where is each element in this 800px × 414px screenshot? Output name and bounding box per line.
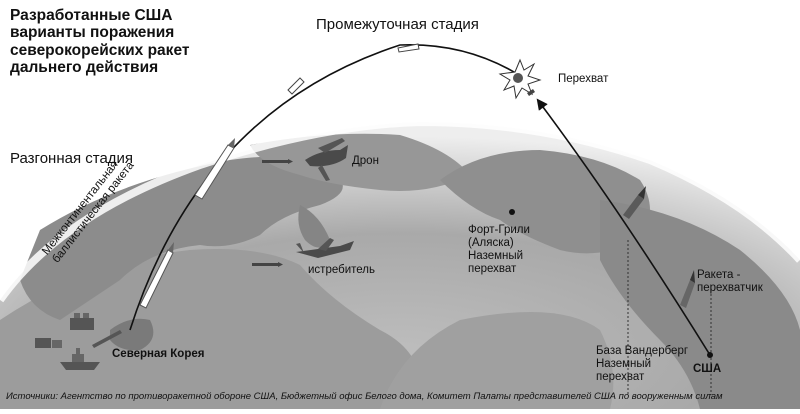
interceptor-label: Ракета - перехватчик: [697, 269, 763, 295]
fort-greely-label: Форт-Грили (Аляска) Наземный перехват: [468, 224, 530, 276]
north-korea-label: Северная Корея: [112, 348, 205, 360]
intercept-label: Перехват: [558, 73, 609, 85]
fighter-label: истребитель: [308, 264, 375, 276]
missile-icon: [252, 262, 283, 267]
globe-rim: [0, 117, 800, 303]
title-line: варианты поражения: [10, 24, 175, 42]
missile-icon: [397, 43, 420, 53]
fort-greely-line: Наземный: [468, 249, 524, 262]
interceptor-icon: [623, 186, 646, 219]
missile-icon: [139, 242, 174, 309]
usa-launch-marker: [707, 352, 713, 358]
title-line: Разработанные США: [10, 7, 173, 24]
interceptor-label-line: перехватчик: [697, 282, 763, 295]
landmass-asia: [20, 156, 343, 320]
title-line: дальнего действия: [10, 59, 159, 77]
fort-greely-line: перехват: [468, 262, 517, 275]
interceptor-label-line: Ракета -: [697, 269, 741, 281]
fighter-jet-icon: [296, 238, 354, 258]
interceptor-trajectory: [536, 98, 711, 356]
page-title: Разработанные США варианты поражения сев…: [10, 7, 235, 76]
usa-label: США: [693, 363, 722, 375]
interceptor-icon: [680, 270, 695, 308]
building-icon: [70, 313, 94, 330]
missile-icon: [287, 77, 305, 95]
landmass-russia: [250, 133, 470, 191]
drone-icon: [305, 138, 348, 181]
ocean-pacific: [380, 312, 614, 409]
midcourse-stage-label: Промежуточная стадия: [316, 16, 479, 33]
vandenberg-line: База Вандерберг: [596, 345, 689, 357]
landmass-north-america: [600, 200, 800, 409]
landmass-kamchatka: [298, 205, 330, 248]
vandenberg-line: перехват: [596, 370, 645, 383]
missile-icon: [262, 159, 293, 164]
fort-greely-marker: [509, 209, 515, 215]
drone-label: Дрон: [352, 155, 379, 167]
interceptor-icon: [527, 89, 535, 96]
missile-icon: [92, 330, 122, 348]
source-note: Источники: Агентство по противоракетной …: [6, 391, 723, 402]
building-icon: [35, 338, 62, 348]
fort-greely-line: (Аляска): [468, 236, 514, 249]
landmass-alaska: [440, 150, 650, 254]
icbm-trajectory: [129, 43, 532, 331]
landmass-korea-japan: [110, 318, 154, 351]
title-line: северокорейских ракет: [10, 41, 190, 59]
vandenberg-line: Наземный: [596, 357, 652, 370]
boost-stage-label: Разгонная стадия: [10, 150, 134, 167]
ship-icon: [60, 348, 100, 370]
vandenberg-label: База Вандерберг Наземный перехват: [596, 345, 688, 384]
missile-icon: [194, 138, 235, 200]
fort-greely-line: Форт-Грили: [468, 224, 530, 236]
